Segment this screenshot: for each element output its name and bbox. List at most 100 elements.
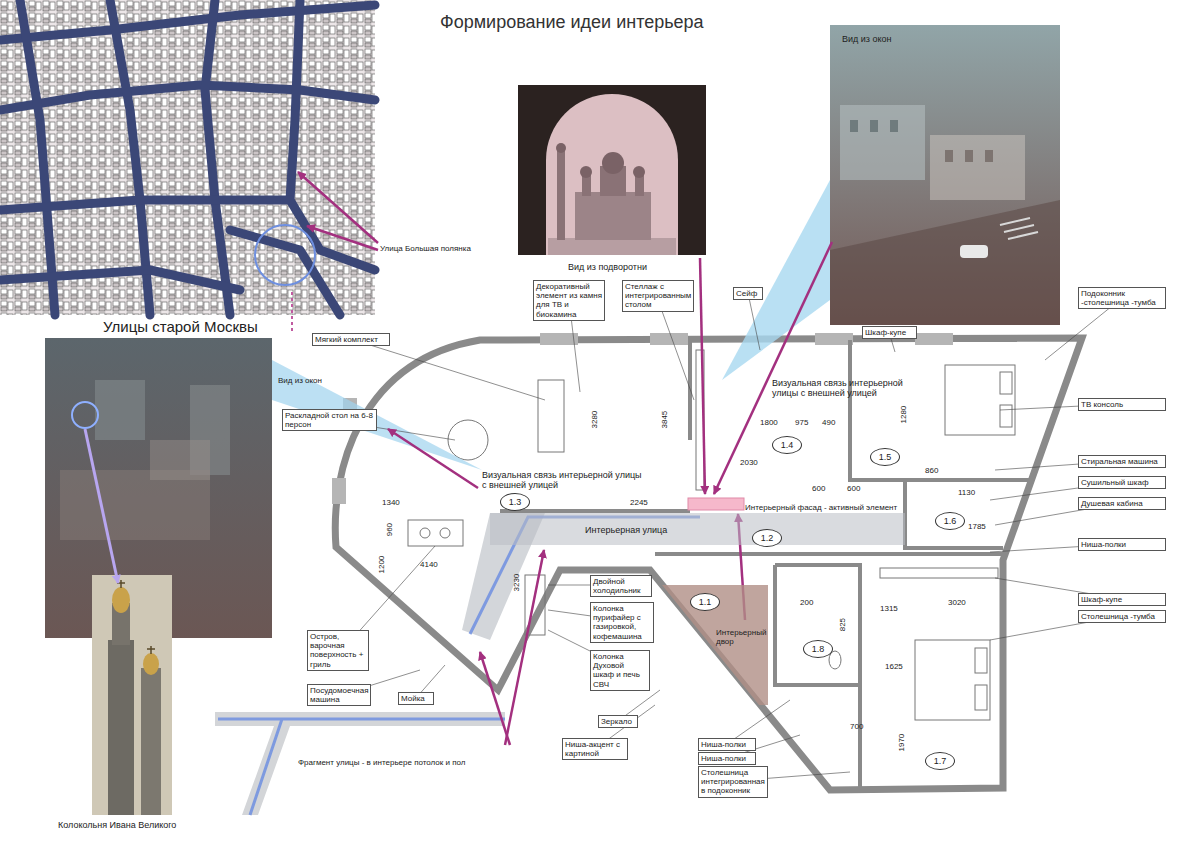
page-title: Формирование идеи интерьера — [440, 12, 704, 33]
dimension-label: 1280 — [899, 406, 908, 424]
floor-plan — [420, 528, 430, 538]
concept-arrow — [505, 550, 544, 745]
street-fragment-band — [215, 712, 505, 815]
node-text: Душевая кабина — [1081, 499, 1143, 508]
floor-plan — [880, 568, 998, 578]
window-view-photo — [930, 135, 1025, 200]
window-view-photo — [965, 150, 973, 162]
bell-tower-picture — [147, 646, 155, 654]
view-link-arrow — [85, 292, 292, 583]
old-moscow-map — [205, 0, 230, 315]
dimension-label: 200 — [800, 598, 813, 607]
gateway-engraving — [518, 85, 706, 255]
leader-line — [658, 300, 694, 400]
dimension-label: 4140 — [420, 560, 438, 569]
old-moscow-map — [0, 0, 375, 315]
room-number: 1.4 — [772, 436, 802, 454]
concept-arrow — [307, 226, 378, 250]
old-moscow-map — [0, 5, 375, 40]
callout-box: Душевая кабина — [1078, 497, 1166, 510]
callout-box: Двойной холодильник — [590, 575, 652, 597]
street-view-photo — [150, 440, 210, 480]
floor-plan — [975, 685, 987, 710]
callout-box: Колонка Духовой шкаф и печь СВЧ — [590, 650, 650, 691]
callout-box: Посудомоечная машина — [307, 684, 371, 706]
courtyard-shape — [662, 585, 768, 705]
dimension-label: 600 — [812, 484, 825, 493]
node-text: Посудомоечная машина — [310, 686, 369, 704]
node-text: 1.4 — [781, 441, 794, 450]
floor-plan — [408, 350, 1015, 720]
node-text: Стеллаж с интегрированным столом — [625, 282, 691, 309]
node-text: Мягкий комплект — [315, 335, 378, 344]
window-view-photo — [945, 150, 953, 162]
concept-arrow — [700, 258, 705, 494]
callout-box: Стеллаж с интегрированным столом — [622, 280, 694, 312]
callout-box: Мойка — [398, 692, 434, 705]
floor-plan — [905, 478, 1030, 482]
node-text: ТВ консоль — [1081, 400, 1123, 409]
dimension-label: 1625 — [885, 662, 903, 671]
bell-tower-picture — [112, 587, 130, 613]
dimension-label: 2030 — [740, 458, 758, 467]
bell-tower-picture — [141, 668, 161, 815]
annotation-label: Вид из окон — [842, 34, 891, 44]
gateway-engraving — [575, 192, 651, 240]
old-moscow-map — [0, 200, 290, 210]
dimension-label: 700 — [850, 722, 863, 731]
view-link-arrow — [85, 429, 118, 583]
node-text: Подоконник -столешница -тумба — [1081, 289, 1156, 307]
callout-box: Мягкий комплект — [312, 333, 390, 346]
node-text: 1.2 — [761, 534, 774, 543]
floor-plan — [775, 565, 860, 685]
dimension-label: 1130 — [958, 488, 975, 497]
view-wedge — [272, 360, 482, 470]
window-view-photo — [830, 200, 1060, 325]
node-text: Шкаф-купе — [1081, 595, 1122, 604]
dimension-label: 3230 — [512, 574, 521, 592]
node-text: Шкаф-купе — [865, 328, 906, 337]
leader-line — [351, 339, 545, 400]
annotation-label: Колокольня Ивана Великого — [58, 820, 176, 830]
dimension-label: 1200 — [377, 556, 386, 574]
floor-plan — [905, 480, 1003, 548]
interior-facade-accent — [688, 498, 744, 510]
callout-box: Подоконник -столешница -тумба — [1078, 287, 1166, 309]
floor-plan — [408, 520, 463, 546]
callout-box: Раскладной стол на 6-8 персон — [282, 409, 377, 431]
dimension-label: 2245 — [630, 498, 648, 507]
room-number: 1.7 — [925, 752, 955, 770]
node-text: Раскладной стол на 6-8 персон — [285, 411, 373, 429]
dimension-label: 1800 — [760, 418, 778, 427]
dimension-label: 975 — [795, 418, 808, 427]
floor-plan — [915, 640, 990, 720]
callout-box: Ниша-полки — [698, 752, 756, 765]
callout-box: Колонка пурифайер с газировкой, кофемаши… — [590, 602, 654, 643]
floor-plan — [655, 552, 1003, 556]
concept-arrow — [298, 172, 378, 243]
node-text: Мойка — [401, 694, 425, 703]
room-number: 1.8 — [803, 640, 833, 658]
callout-box: Зеркало — [598, 715, 638, 728]
bell-tower-picture — [108, 640, 134, 815]
annotation-label: Визуальная связь интерьерной улицы с вне… — [772, 378, 922, 399]
street-view-photo — [95, 380, 145, 440]
floor-plan — [500, 340, 1030, 788]
node-text: Стиральная машина — [1081, 457, 1158, 466]
gateway-engraving — [602, 152, 624, 174]
annotation-label: Интерьерный фасад - активный элемент — [745, 503, 897, 512]
callout-box: Ниша-полки — [1078, 538, 1166, 551]
bell-tower-picture — [92, 575, 172, 815]
dimension-label: 1340 — [382, 498, 400, 507]
gateway-engraving — [556, 143, 566, 153]
annotation-label: Улица Большая полянка — [380, 244, 471, 253]
callout-box: Остров, варочная поверхность + гриль — [307, 630, 369, 671]
room-number: 1.6 — [935, 512, 965, 530]
old-moscow-map — [0, 270, 240, 290]
dimension-label: 825 — [838, 618, 847, 631]
floor-plan — [975, 648, 987, 673]
concept-arrow — [480, 652, 510, 745]
node-text: Зеркало — [601, 717, 632, 726]
annotation-label: Улицы старой Москвы — [103, 318, 258, 335]
